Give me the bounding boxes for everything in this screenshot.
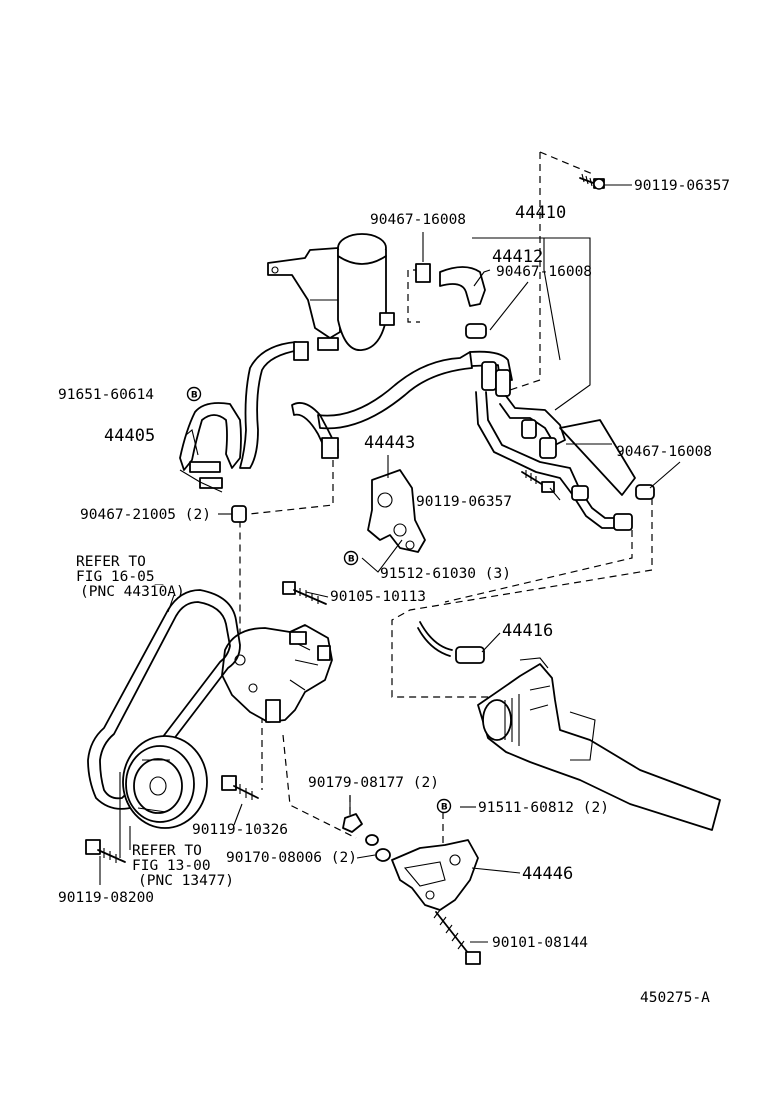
svg-text:B: B bbox=[441, 802, 448, 812]
crank-pulley-icon bbox=[119, 735, 208, 858]
label-90179-08177: 90179-08177 (2) bbox=[308, 775, 439, 791]
power-steering-pump-icon bbox=[221, 624, 333, 723]
reservoir-tank-icon bbox=[267, 233, 395, 351]
label-44405: 44405 bbox=[104, 426, 155, 446]
washer-90170-08006-icon bbox=[375, 848, 391, 862]
label-90467-16008-c: 90467-16008 bbox=[616, 444, 712, 460]
bolt-90105-10113-icon bbox=[282, 581, 327, 605]
label-refer-a-line3: (PNC 44310A) bbox=[80, 584, 185, 600]
badge-b-91651: B bbox=[186, 386, 202, 402]
steering-gear-icon bbox=[417, 621, 721, 831]
bolt-90119-06357-mid-icon bbox=[521, 470, 555, 493]
badge-b-91511: B bbox=[436, 798, 452, 814]
leader-lines bbox=[99, 184, 681, 943]
figure-id: 450275-A bbox=[640, 990, 710, 1006]
label-91651-60614: 91651-60614 bbox=[58, 387, 154, 403]
nut-90179-08177-icon bbox=[342, 813, 379, 846]
bracket-44443-icon bbox=[367, 469, 426, 553]
badge-b-91512: B bbox=[343, 550, 359, 566]
label-44443: 44443 bbox=[364, 433, 415, 453]
washer-90119-06357-icon bbox=[593, 178, 605, 190]
bolt-90119-10326-icon bbox=[221, 775, 259, 800]
label-90119-10326: 90119-10326 bbox=[192, 822, 288, 838]
label-refer-b-line2: FIG 13-00 bbox=[132, 858, 211, 874]
hose-44412 bbox=[415, 263, 487, 339]
label-90119-08200: 90119-08200 bbox=[58, 890, 154, 906]
label-91512-61030: 91512-61030 (3) bbox=[380, 566, 511, 582]
return-hose-44405 bbox=[179, 341, 309, 523]
label-refer-b-line3: (PNC 13477) bbox=[138, 873, 234, 889]
bolt-90101-08144-icon bbox=[433, 909, 481, 965]
label-90467-21005: 90467-21005 (2) bbox=[80, 507, 211, 523]
part-labels: 90119-06357 44410 90467-16008 44412 9046… bbox=[58, 178, 730, 1006]
label-44416: 44416 bbox=[502, 621, 553, 641]
label-refer-b-line1: REFER TO bbox=[132, 843, 202, 859]
bolt-90119-08200-icon bbox=[85, 839, 126, 863]
pump-bracket-icon bbox=[391, 839, 479, 911]
label-90119-06357-top: 90119-06357 bbox=[634, 178, 730, 194]
label-refer-a-line2: FIG 16-05_ bbox=[76, 569, 164, 585]
label-90105-10113: 90105-10113 bbox=[330, 589, 426, 605]
label-90467-16008-b: 90467-16008 bbox=[496, 264, 592, 280]
label-90119-06357-mid: 90119-06357 bbox=[416, 494, 512, 510]
svg-text:B: B bbox=[348, 554, 355, 564]
label-44410: 44410 bbox=[515, 203, 566, 223]
label-44446: 44446 bbox=[522, 864, 573, 884]
pressure-tube-44410 bbox=[291, 350, 655, 531]
svg-text:B: B bbox=[191, 390, 198, 400]
label-90467-16008-a: 90467-16008 bbox=[370, 212, 466, 228]
label-refer-a-line1: REFER TO bbox=[76, 554, 146, 570]
label-91511-60812: 91511-60812 (2) bbox=[478, 800, 609, 816]
dashed-reference-lines bbox=[239, 151, 653, 846]
label-90101-08144: 90101-08144 bbox=[492, 935, 588, 951]
label-44412: 44412 bbox=[492, 247, 543, 267]
label-90170-08006: 90170-08006 (2) bbox=[226, 850, 357, 866]
